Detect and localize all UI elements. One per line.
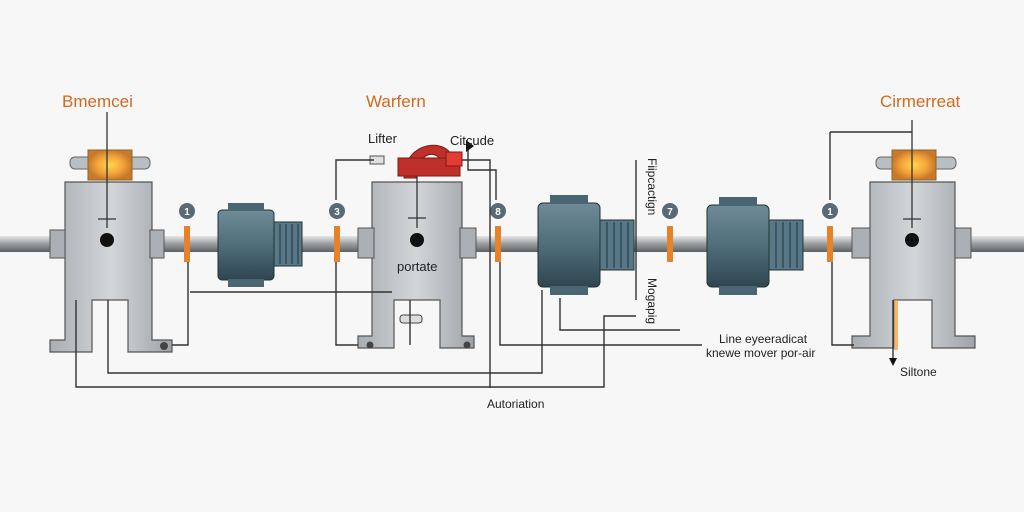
- vertical-label-top: Fiipcactign: [645, 158, 659, 215]
- siltone-label: Siltone: [900, 365, 937, 379]
- left-motor: [217, 203, 303, 287]
- line-note-1: Line eyeeradicat: [719, 332, 808, 346]
- line-note-2: knewe mover por-air: [706, 346, 815, 360]
- marker-label: 7: [667, 207, 673, 218]
- valve-icon: [369, 144, 463, 179]
- coupling-5: 1: [822, 203, 838, 262]
- marker-label: 8: [495, 207, 501, 218]
- left-top-label: Bmemcei: [62, 92, 133, 111]
- coupling-4: 7: [662, 203, 678, 262]
- authorization-label: Autoriation: [487, 397, 544, 411]
- coupling-2: 3: [329, 203, 345, 262]
- center-top-label: Warfern: [366, 92, 426, 111]
- marker-label: 1: [827, 207, 833, 218]
- coupling-3: 8: [490, 203, 506, 262]
- right-motor: [706, 197, 804, 295]
- marker-label: 3: [334, 207, 340, 218]
- citcude-label: Citcude: [450, 133, 494, 148]
- portate-label: portate: [397, 259, 437, 274]
- left-bearing-housing: [49, 112, 173, 353]
- right-top-label: Cirmerreat: [880, 92, 961, 111]
- vertical-label-bottom: Mogapig: [645, 278, 659, 324]
- coupling-1: 1: [179, 203, 195, 262]
- wiring: [75, 131, 912, 388]
- lifter-label: Lifter: [368, 131, 398, 146]
- center-housing: [357, 172, 477, 349]
- middle-motor: [537, 195, 635, 295]
- marker-label: 1: [184, 207, 190, 218]
- right-bearing-housing: [851, 120, 976, 350]
